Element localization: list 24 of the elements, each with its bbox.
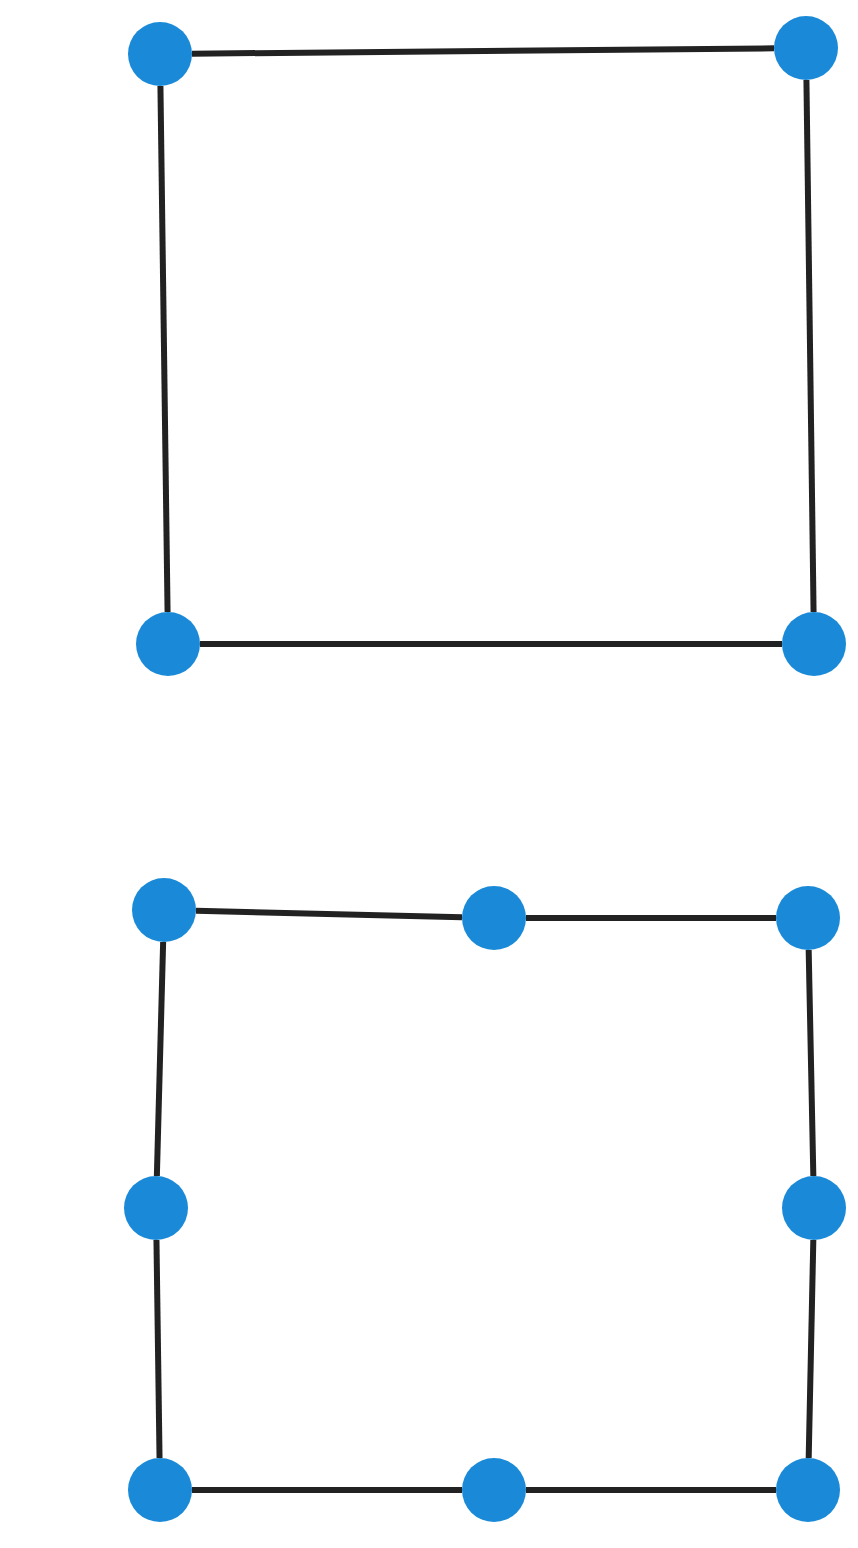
dot — [776, 886, 840, 950]
line — [192, 1487, 462, 1493]
line — [803, 79, 817, 613]
dot — [124, 1176, 188, 1240]
dot — [462, 1458, 526, 1522]
line — [805, 949, 817, 1177]
dot — [128, 22, 192, 86]
dot — [782, 612, 846, 676]
dot — [136, 612, 200, 676]
line — [526, 915, 776, 921]
dot — [128, 1458, 192, 1522]
line — [191, 45, 775, 57]
line — [195, 907, 463, 921]
line — [805, 1239, 817, 1459]
dot — [776, 1458, 840, 1522]
dot — [462, 886, 526, 950]
dot — [782, 1176, 846, 1240]
dot — [132, 878, 196, 942]
line — [526, 1487, 776, 1493]
dot — [774, 16, 838, 80]
line — [153, 941, 167, 1177]
line — [157, 85, 171, 613]
line — [153, 1239, 163, 1459]
line — [200, 641, 782, 647]
